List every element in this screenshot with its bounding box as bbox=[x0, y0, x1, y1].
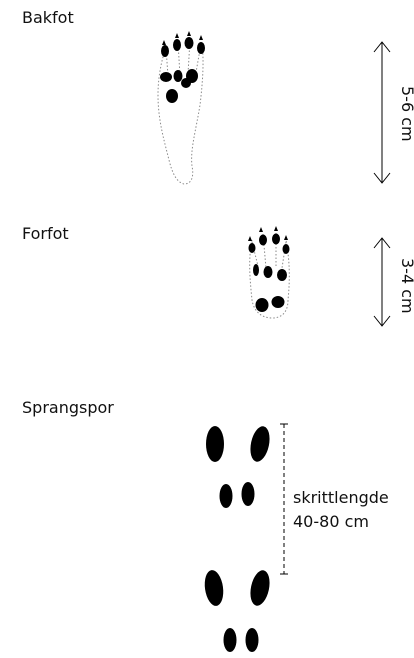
fore-foot-toe-pads bbox=[249, 234, 290, 255]
hind-foot-claws bbox=[162, 31, 203, 45]
hind-foot-outline bbox=[158, 44, 203, 184]
track-hind-left-1 bbox=[206, 426, 224, 462]
hind-foot-toe-pads bbox=[161, 37, 205, 57]
forfot-measure-arrow bbox=[374, 238, 390, 326]
track-fore-left-2 bbox=[224, 628, 237, 652]
fore-foot-print bbox=[248, 226, 290, 318]
track-fore-left-1 bbox=[220, 484, 233, 508]
bound-track bbox=[203, 425, 273, 652]
fore-foot-claws bbox=[248, 226, 288, 241]
fore-foot-main-pads bbox=[253, 264, 287, 312]
track-hind-right-1 bbox=[247, 425, 272, 464]
hind-foot-main-pads bbox=[160, 69, 198, 103]
track-hind-right-2 bbox=[247, 569, 272, 608]
hind-foot-print bbox=[158, 31, 205, 184]
fore-foot-toe-lines bbox=[252, 233, 286, 268]
track-fore-right-1 bbox=[242, 482, 255, 506]
track-hind-left-2 bbox=[203, 569, 226, 607]
track-fore-right-2 bbox=[246, 628, 259, 652]
bakfot-measure-arrow bbox=[374, 42, 390, 183]
stride-dimension bbox=[280, 424, 288, 574]
